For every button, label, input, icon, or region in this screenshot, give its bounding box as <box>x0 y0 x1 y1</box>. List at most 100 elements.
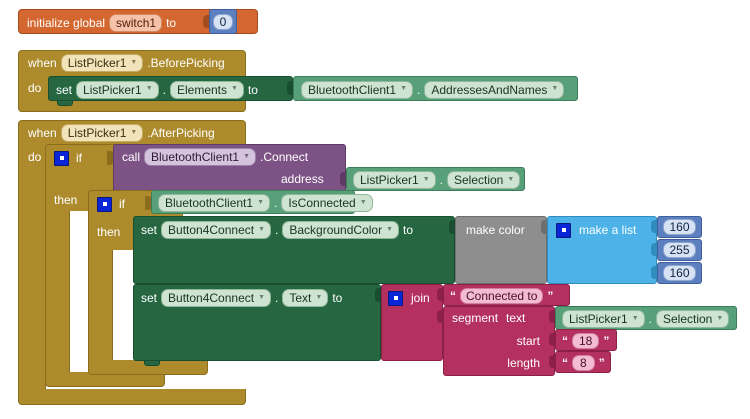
do-label: do <box>28 150 42 164</box>
block-make-a-list[interactable]: make a list <box>547 216 657 284</box>
segment-length-socket <box>549 355 556 368</box>
block-get-addresses-and-names[interactable]: BluetoothClient1 ▼ . AddressesAndNames ▼ <box>293 76 578 101</box>
chevron-down-icon: ▼ <box>257 198 264 206</box>
close-quote-icon: ” <box>547 289 554 303</box>
block-join[interactable]: join <box>381 284 443 361</box>
chevron-down-icon: ▼ <box>130 128 138 136</box>
global-name-field[interactable]: switch1 <box>109 13 163 32</box>
chevron-down-icon: ▼ <box>716 314 724 322</box>
dot-separator: . <box>274 196 278 210</box>
string-value-field[interactable]: 18 <box>572 333 600 349</box>
outer-if-condition-socket <box>107 151 114 165</box>
when-keyword: when <box>28 56 57 70</box>
block-text-start-value[interactable]: “ 18 ” <box>555 329 617 351</box>
number-value-field[interactable]: 0 <box>212 13 234 30</box>
event-component-field[interactable]: ListPicker1 ▼ <box>60 124 144 142</box>
chevron-down-icon: ▼ <box>507 175 515 183</box>
block-get-listpicker-selection-address[interactable]: ListPicker1 ▼ . Selection ▼ <box>346 167 525 191</box>
join-label: join <box>411 291 430 305</box>
segment-start-socket <box>549 333 556 346</box>
block-number-red-channel[interactable]: 160 <box>657 216 702 238</box>
mutator-icon[interactable] <box>97 196 112 212</box>
block-number-blue-channel[interactable]: 160 <box>657 262 702 284</box>
block-get-listpicker-selection-segment[interactable]: ListPicker1 ▼ . Selection ▼ <box>555 306 737 330</box>
chevron-down-icon: ▼ <box>145 85 153 92</box>
list-item-socket-1 <box>651 220 658 233</box>
set-component-field[interactable]: ListPicker1 ▼ <box>76 80 159 99</box>
event-component-field[interactable]: ListPicker1 ▼ <box>60 54 144 72</box>
when-keyword: when <box>28 126 57 140</box>
set-property-field[interactable]: Text ▼ <box>282 289 329 307</box>
get-property-field[interactable]: AddressesAndNames ▼ <box>424 80 565 99</box>
call-connect-header-row: call BluetoothClient1 ▼ .Connect <box>122 146 308 168</box>
list-item-socket-3 <box>651 266 658 279</box>
block-number-zero[interactable]: 0 <box>209 9 237 34</box>
mutator-icon[interactable] <box>388 290 403 306</box>
after-picking-bottom-bar <box>18 389 246 405</box>
number-value-field[interactable]: 160 <box>663 265 696 281</box>
get-component-field[interactable]: ListPicker1 ▼ <box>562 310 645 328</box>
block-get-is-connected[interactable]: BluetoothClient1 ▼ . IsConnected ▼ <box>151 190 373 214</box>
outer-if-header-row: if <box>54 148 82 168</box>
number-value-field[interactable]: 255 <box>663 242 696 258</box>
then-keyword: then <box>97 225 121 239</box>
block-number-green-channel[interactable]: 255 <box>657 239 702 261</box>
make-color-list-socket <box>541 220 548 234</box>
chevron-down-icon: ▼ <box>422 175 430 183</box>
chevron-down-icon: ▼ <box>631 314 639 322</box>
dot-separator: . <box>417 82 421 97</box>
mutator-icon[interactable] <box>54 150 69 166</box>
event-name-label: .AfterPicking <box>147 126 215 140</box>
call-component-field[interactable]: BluetoothClient1 ▼ <box>144 148 257 166</box>
mutator-icon[interactable] <box>556 222 571 238</box>
get-property-field[interactable]: Selection ▼ <box>655 310 730 328</box>
segment-text-arg-label: text <box>506 311 526 325</box>
set-to-label: to <box>247 82 258 97</box>
block-segment[interactable] <box>443 306 555 376</box>
set-component-field[interactable]: Button4Connect ▼ <box>161 289 272 307</box>
inner-if-then-row: then <box>97 222 120 242</box>
segment-text-socket <box>549 310 556 323</box>
block-text-string[interactable]: “ Connected to ” <box>443 284 570 306</box>
chevron-down-icon: ▼ <box>231 85 238 92</box>
number-value-field[interactable]: 160 <box>663 219 696 235</box>
string-value-field[interactable]: 8 <box>572 355 595 371</box>
block-set-button-backgroundcolor[interactable]: set Button4Connect ▼ . BackgroundColor ▼… <box>133 216 455 289</box>
set-keyword: set <box>141 223 158 237</box>
open-quote-icon: “ <box>562 356 568 370</box>
block-set-listpicker-elements[interactable]: set ListPicker1 ▼ . Elements ▼ to <box>48 76 293 106</box>
block-set-button-text[interactable]: set Button4Connect ▼ . Text ▼ to <box>133 284 381 366</box>
set-property-field[interactable]: BackgroundColor ▼ <box>282 221 400 239</box>
outer-if-bottom-bar <box>45 372 165 387</box>
get-component-field[interactable]: ListPicker1 ▼ <box>353 171 436 189</box>
block-text-length-value[interactable]: “ 8 ” <box>555 351 611 373</box>
do-label: do <box>28 81 42 95</box>
if-keyword: if <box>119 197 125 211</box>
chevron-down-icon: ▼ <box>258 225 266 233</box>
set-component-field[interactable]: Button4Connect ▼ <box>161 221 272 239</box>
chevron-down-icon: ▼ <box>551 85 559 92</box>
chevron-down-icon: ▼ <box>130 58 138 66</box>
before-picking-header: when ListPicker1 ▼ .BeforePicking <box>28 52 225 74</box>
get-property-field[interactable]: IsConnected ▼ <box>281 194 373 212</box>
after-picking-do-label-row: do <box>28 148 41 166</box>
set-keyword: set <box>141 291 158 305</box>
get-property-field[interactable]: Selection ▼ <box>446 171 521 189</box>
if-keyword: if <box>76 151 82 165</box>
get-component-field[interactable]: BluetoothClient1 ▼ <box>301 80 413 99</box>
backgroundcolor-value-socket <box>449 220 456 234</box>
segment-start-row: start <box>452 331 540 351</box>
dot-separator: . <box>275 291 279 305</box>
call-keyword: call <box>122 150 141 164</box>
close-quote-icon: ” <box>603 334 610 348</box>
get-component-field[interactable]: BluetoothClient1 ▼ <box>158 194 270 212</box>
string-value-field[interactable]: Connected to <box>460 288 544 304</box>
chevron-down-icon: ▼ <box>359 198 367 206</box>
inner-if-condition-socket <box>145 196 152 210</box>
initialize-global-keyword: initialize global <box>27 15 106 30</box>
set-property-field[interactable]: Elements ▼ <box>169 80 244 99</box>
block-make-color[interactable]: make color <box>455 216 547 284</box>
make-a-list-label: make a list <box>579 223 637 237</box>
list-item-socket-2 <box>651 243 658 256</box>
